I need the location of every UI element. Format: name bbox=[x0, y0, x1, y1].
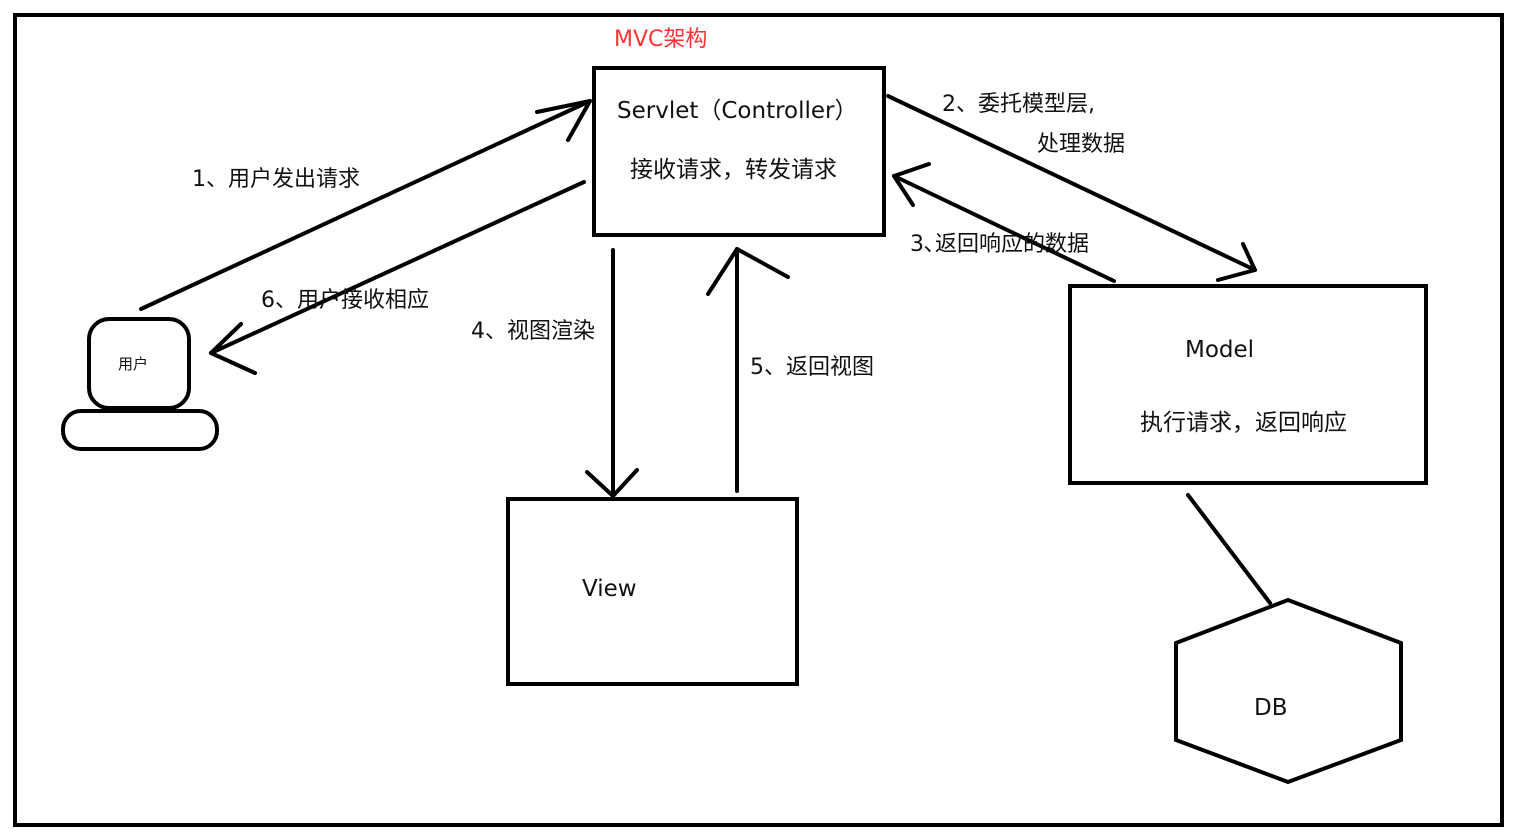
controller-title: Servlet（Controller） bbox=[617, 98, 858, 124]
model-rect bbox=[1068, 284, 1428, 485]
edge-label-step2-line1: 2、委托模型层, bbox=[942, 92, 1095, 117]
arrow-step6-head bbox=[209, 322, 257, 375]
arrow-step4-head bbox=[585, 468, 639, 498]
user-computer-icon: 用户 bbox=[61, 317, 219, 451]
keyboard-shape bbox=[61, 409, 219, 451]
view-rect bbox=[506, 497, 799, 686]
arrow-step5 bbox=[706, 247, 790, 493]
arrow-step1-head bbox=[535, 99, 592, 142]
view-box: View bbox=[506, 497, 799, 686]
db-node: DB bbox=[1174, 597, 1403, 785]
arrow-step5-head bbox=[706, 247, 790, 296]
monitor-shape bbox=[87, 317, 191, 410]
arrow-step3 bbox=[892, 162, 1116, 283]
edge-label-step5: 5、返回视图 bbox=[750, 355, 874, 380]
arrow-step2-head bbox=[1216, 242, 1257, 282]
arrow-step1-line bbox=[139, 99, 592, 311]
outer-frame bbox=[13, 13, 1504, 827]
model-title: Model bbox=[1185, 337, 1254, 363]
model-box: Model 执行请求，返回响应 bbox=[1068, 284, 1428, 485]
controller-rect bbox=[592, 66, 886, 237]
db-hexagon bbox=[1174, 597, 1403, 785]
arrow-step3-head bbox=[892, 162, 931, 207]
arrow-step1 bbox=[139, 99, 592, 311]
edge-label-step3: 3､返回响应的数据 bbox=[910, 232, 1089, 257]
arrow-step6 bbox=[209, 180, 586, 375]
controller-subtitle: 接收请求，转发请求 bbox=[630, 157, 837, 183]
edge-label-step4: 4、视图渲染 bbox=[471, 319, 595, 344]
model-subtitle: 执行请求，返回响应 bbox=[1140, 410, 1347, 436]
arrow-step4 bbox=[585, 248, 639, 498]
edge-label-step2-line2: 处理数据 bbox=[1037, 132, 1125, 157]
view-title: View bbox=[582, 576, 637, 602]
controller-box: Servlet（Controller） 接收请求，转发请求 bbox=[592, 66, 886, 237]
arrow-step3-line bbox=[892, 174, 1116, 283]
arrow-step2-line bbox=[886, 94, 1257, 272]
edge-label-step6: 6、用户接收相应 bbox=[261, 288, 429, 313]
arrow-step6-line bbox=[209, 180, 586, 355]
model-db-connector bbox=[1186, 493, 1272, 605]
diagram-title: MVC架构 bbox=[614, 27, 707, 52]
arrow-step2 bbox=[886, 94, 1257, 282]
user-label: 用户 bbox=[118, 355, 148, 373]
edge-label-step1: 1、用户发出请求 bbox=[192, 167, 360, 192]
db-title: DB bbox=[1254, 695, 1288, 721]
